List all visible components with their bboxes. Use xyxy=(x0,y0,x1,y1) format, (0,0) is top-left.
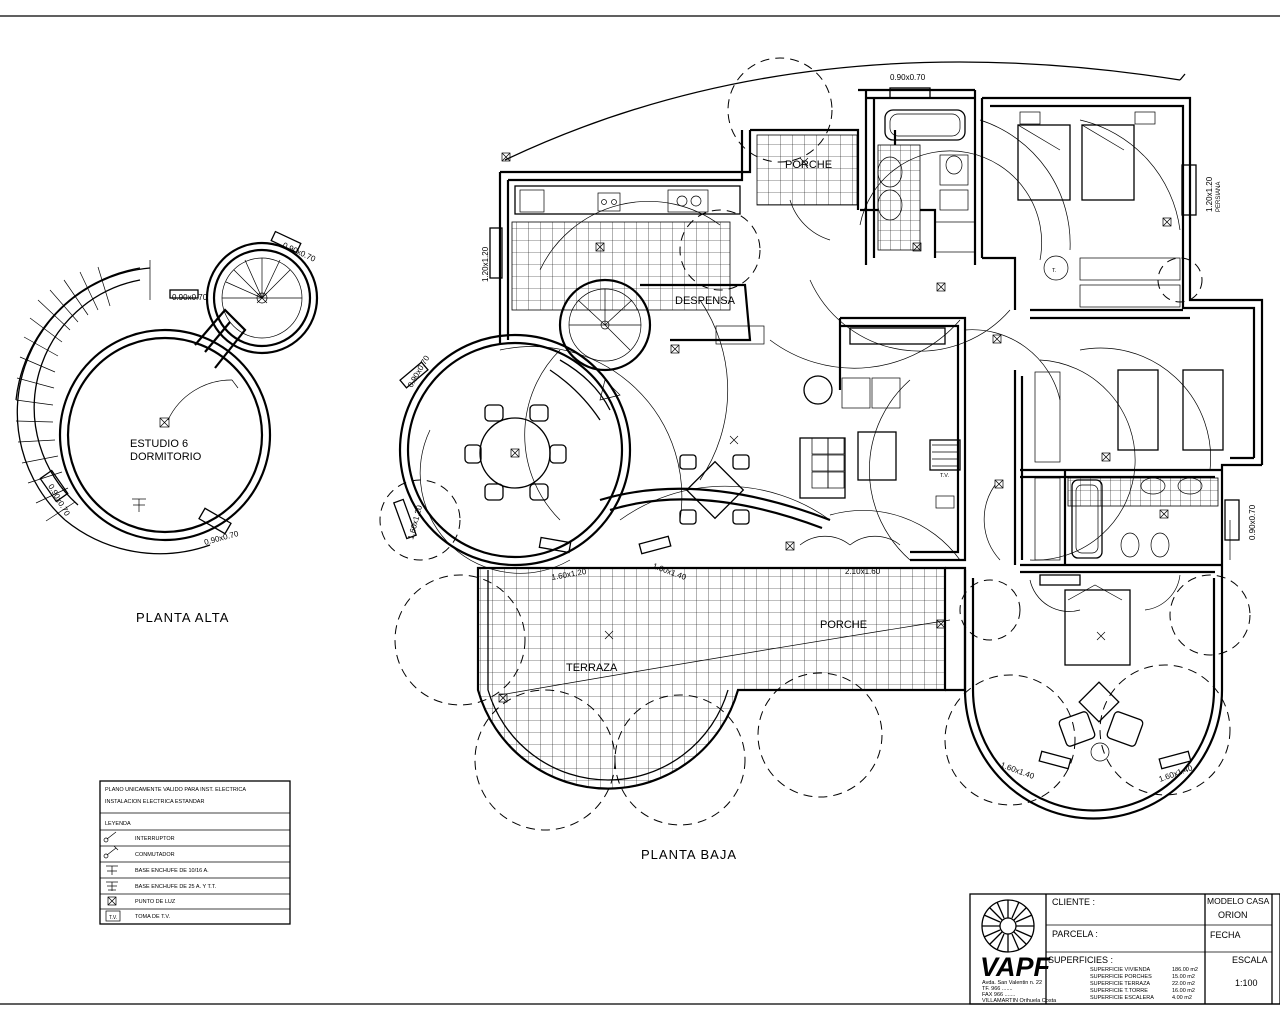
title-block: VAPF xyxy=(969,893,1280,1005)
surface-row-label: SUPERFICIE VIVIENDA xyxy=(1090,967,1151,973)
company-logo: VAPF xyxy=(980,899,1052,982)
legend-box: T.V. xyxy=(99,780,291,925)
logo-text: VAPF xyxy=(980,952,1052,982)
window-upper-b-label: 0.90x0.70 xyxy=(172,293,208,302)
legend-item-text: TOMA DE T.V. xyxy=(135,914,171,920)
fecha-label: FECHA xyxy=(1210,930,1241,940)
surface-row-value: 186.00 m2 xyxy=(1172,967,1198,973)
surface-row-label: SUPERFICIE PORCHES xyxy=(1090,974,1152,980)
surface-row-label: SUPERFICIE T.TORRE xyxy=(1090,988,1148,994)
parcela-label: PARCELA : xyxy=(1052,929,1098,939)
surface-row-value: 16.00 m2 xyxy=(1172,988,1195,994)
porche-top-label: PORCHE xyxy=(785,159,832,171)
door-living-label: 2.10x1.60 xyxy=(845,567,881,576)
porche-bottom-label: PORCHE xyxy=(820,619,867,631)
terraza-label: TERRAZA xyxy=(566,662,618,674)
studio-label-line2: DORMITORIO xyxy=(130,451,202,463)
surface-row-value: 22.00 m2 xyxy=(1172,981,1195,987)
surface-row-label: SUPERFICIE ESCALERA xyxy=(1090,995,1154,1001)
legend-item-text: BASE ENCHUFE DE 25 A. Y T.T. xyxy=(135,884,216,890)
escala-value: 1:100 xyxy=(1235,978,1258,988)
legend-item-text: INTERRUPTOR xyxy=(135,836,175,842)
address-line1: Avda. San Valentin n. 22 xyxy=(982,980,1042,986)
window-top-bath-label: 0.90x0.70 xyxy=(890,73,926,82)
surface-row-label: SUPERFICIE TERRAZA xyxy=(1090,981,1150,987)
legend-title: LEYENDA xyxy=(105,821,131,827)
despensa-label: DESPENSA xyxy=(675,295,736,307)
address-line3: FAX 966 ....... xyxy=(982,992,1016,998)
door-dining-left-label: 1.60x1.20 xyxy=(406,504,424,541)
legend-item-text: BASE ENCHUFE DE 10/16 A. xyxy=(135,868,209,874)
legend-item-text: CONMUTADOR xyxy=(135,852,175,858)
window-bedroom-right-label: 1.20x1.20 xyxy=(1205,176,1214,212)
ground-floor-title: PLANTA BAJA xyxy=(641,847,737,862)
modelo-value: ORION xyxy=(1218,910,1248,920)
door-bedroom-right-label: 1.60x1.40 xyxy=(1158,763,1195,784)
studio-label-line1: ESTUDIO 6 xyxy=(130,438,188,450)
surface-row-value: 15.00 m2 xyxy=(1172,974,1195,980)
door-bedroom-left-label: 1.60x1.40 xyxy=(999,760,1036,781)
ground-floor-plan xyxy=(379,57,1264,831)
legend-header-line1: PLANO UNICAMENTE VALIDO PARA INST. ELECT… xyxy=(105,787,246,793)
window-kitchen-left-label: 1.20x1.20 xyxy=(481,246,490,282)
address-line2: TF. 966 ....... xyxy=(982,986,1013,992)
window-upper-a-label: 0.90x0.70 xyxy=(281,241,317,264)
window-bedroom-right-sub-label: PERSIANA xyxy=(1216,182,1222,212)
legend-header-line2: INSTALACION ELECTRICA ESTANDAR xyxy=(105,799,204,805)
legend-item-text: PUNTO DE LUZ xyxy=(135,899,176,905)
window-right-bath-label: 0.90x0.70 xyxy=(1248,504,1257,540)
upper-floor-plan xyxy=(15,230,319,555)
cliente-label: CLIENTE : xyxy=(1052,897,1095,907)
superficies-label: SUPERFICIES : xyxy=(1048,955,1113,965)
escala-label: ESCALA xyxy=(1232,955,1268,965)
t-symbol-label: T. xyxy=(1052,268,1057,274)
address-line4: VILLAMARTIN Orihuela Costa xyxy=(982,998,1057,1004)
tv-socket-label: T.V. xyxy=(940,473,949,479)
legend-tv-box-text: T.V. xyxy=(109,915,117,921)
upper-floor-title: PLANTA ALTA xyxy=(136,610,229,625)
modelo-label: MODELO CASA xyxy=(1207,896,1270,906)
light-points xyxy=(498,217,1172,703)
surface-row-value: 4.00 m2 xyxy=(1172,995,1192,1001)
